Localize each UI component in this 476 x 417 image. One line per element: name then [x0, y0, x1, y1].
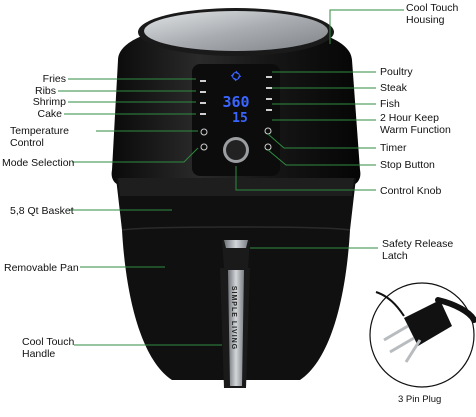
temperature-display: 360 [222, 93, 249, 111]
plug-body [404, 300, 452, 346]
steak-icon[interactable] [266, 87, 272, 89]
label-cool-touch-handle: Cool Touch Handle [22, 336, 75, 360]
latch-button[interactable] [224, 240, 248, 248]
label-fries: Fries [42, 73, 66, 85]
left-preset-icons [200, 80, 208, 151]
label-control-knob: Control Knob [380, 185, 442, 197]
leader-lines [58, 9, 404, 346]
label-ribs: Ribs [34, 85, 56, 97]
label-keep-warm: 2 Hour Keep Warm Function [380, 112, 451, 136]
ribs-icon[interactable] [200, 91, 206, 93]
mode-button-icon[interactable] [200, 143, 208, 151]
label-safety-release-latch: Safety Release Latch [382, 238, 454, 262]
label-fish: Fish [380, 98, 400, 110]
air-fryer-body: 360 15 [111, 8, 361, 388]
label-timer: Timer [380, 142, 407, 154]
handle-brand-text: SIMPLE LIVING [230, 286, 237, 350]
keep-warm-icon[interactable] [266, 109, 272, 111]
fish-icon[interactable] [266, 98, 272, 100]
handle-metal-strip [228, 270, 244, 386]
label-stop-button: Stop Button [380, 159, 435, 171]
fries-icon[interactable] [200, 80, 206, 82]
label-basket: 5,8 Qt Basket [10, 205, 74, 217]
temperature-button-icon[interactable] [200, 128, 208, 136]
control-panel [192, 64, 280, 176]
time-display: 15 [232, 111, 248, 126]
label-steak: Steak [380, 82, 407, 94]
label-mode-selection: Mode Selection [2, 157, 75, 169]
label-temperature-control: Temperature Control [10, 125, 69, 149]
plug-illustration [369, 282, 476, 388]
lid-top [144, 11, 328, 51]
shrimp-icon[interactable] [200, 102, 206, 104]
label-cool-touch-housing: Cool Touch Housing [406, 2, 459, 26]
poultry-icon[interactable] [266, 76, 272, 78]
fan-icon [230, 70, 242, 82]
label-removable-pan: Removable Pan [4, 262, 79, 274]
label-cake: Cake [37, 108, 62, 120]
label-poultry: Poultry [380, 66, 413, 78]
cake-icon[interactable] [200, 113, 206, 115]
label-shrimp: Shrimp [32, 96, 66, 108]
plug-caption: 3 Pin Plug [398, 394, 442, 405]
control-knob-center [226, 140, 246, 160]
